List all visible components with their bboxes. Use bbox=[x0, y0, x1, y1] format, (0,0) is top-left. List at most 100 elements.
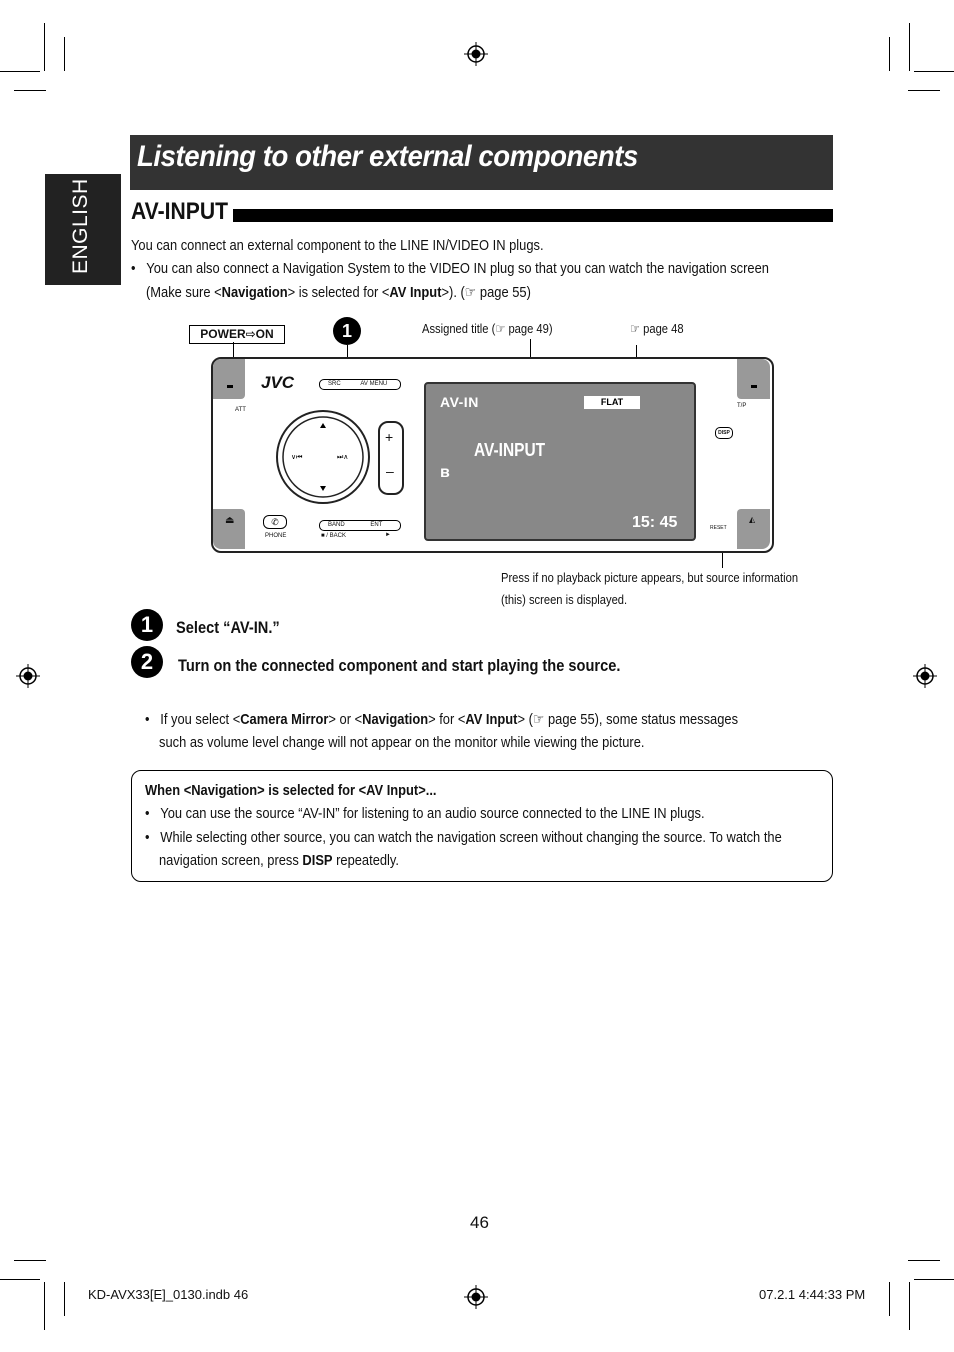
section-title: AV-INPUT bbox=[131, 198, 229, 225]
callout-press-line1: Press if no playback picture appears, bu… bbox=[501, 570, 799, 585]
bullet-dot: • bbox=[145, 711, 161, 728]
power-button[interactable] bbox=[213, 359, 245, 399]
text-run: (Make sure < bbox=[146, 284, 222, 301]
language-tab: ENGLISH bbox=[45, 174, 121, 285]
brand-logo: JVC bbox=[261, 373, 295, 392]
disp-button[interactable]: DISP bbox=[715, 427, 733, 439]
text-run-bold: Navigation bbox=[362, 711, 429, 728]
registration-mark-icon bbox=[913, 664, 937, 688]
volume-up-label: + bbox=[385, 429, 394, 445]
text-run: > is selected for < bbox=[287, 284, 390, 301]
src-label: SRC bbox=[328, 381, 341, 387]
text-run-bold: Navigation bbox=[221, 284, 288, 301]
crop-mark bbox=[64, 1282, 65, 1316]
crop-mark bbox=[64, 37, 65, 71]
text-run-bold: AV Input bbox=[389, 284, 442, 301]
svg-text:∨⏮: ∨⏮ bbox=[291, 453, 302, 461]
crop-mark bbox=[889, 1282, 890, 1316]
screen-eq-badge: FLAT bbox=[584, 396, 640, 409]
crop-mark bbox=[44, 23, 45, 71]
intro-bullet-text: You can also connect a Navigation System… bbox=[146, 260, 769, 277]
registration-mark-icon bbox=[464, 1285, 488, 1309]
intro-text: You can connect an external component to… bbox=[131, 237, 544, 254]
page-title: Listening to other external components bbox=[137, 140, 638, 173]
power-on-label: POWER⇨ON bbox=[189, 325, 285, 344]
note-item-text: You can use the source “AV-IN” for liste… bbox=[160, 805, 705, 822]
step-number: 1 bbox=[131, 609, 163, 641]
src-av-menu-button[interactable]: SRC AV MENU bbox=[319, 379, 401, 390]
play-label: ► bbox=[385, 532, 391, 538]
bullet-dot: • bbox=[145, 805, 161, 822]
bluetooth-icon: ʙ bbox=[440, 464, 450, 481]
registration-mark-icon bbox=[464, 42, 488, 66]
language-label: ENGLISH bbox=[69, 178, 92, 274]
footer-file: KD-AVX33[E]_0130.indb 46 bbox=[88, 1287, 249, 1302]
text-run-bold: DISP bbox=[302, 852, 333, 869]
note-bullet: • If you select <Camera Mirror> or <Navi… bbox=[145, 708, 738, 731]
tilt-button[interactable]: ◭ bbox=[737, 509, 770, 549]
crop-mark bbox=[909, 23, 910, 71]
ent-label: ENT bbox=[370, 522, 383, 528]
back-label: ■ / BACK bbox=[321, 533, 346, 539]
crop-mark bbox=[14, 1260, 46, 1261]
volume-down-label: – bbox=[386, 463, 394, 479]
text-run: > for < bbox=[428, 711, 466, 728]
right-top-button[interactable] bbox=[737, 359, 770, 399]
svg-text:⏭∧: ⏭∧ bbox=[337, 453, 348, 461]
intro-bullet: • You can also connect a Navigation Syst… bbox=[131, 257, 769, 280]
callout-assigned-title: Assigned title (☞ page 49) bbox=[422, 321, 553, 336]
crop-mark bbox=[914, 71, 954, 72]
phone-label: PHONE bbox=[265, 533, 287, 539]
callout-press-line2: (this) screen is displayed. bbox=[501, 592, 628, 607]
section-rule bbox=[233, 209, 833, 222]
control-dial[interactable]: ∨⏮ ⏭∧ bbox=[273, 409, 373, 509]
note-item: • While selecting other source, you can … bbox=[145, 826, 782, 849]
note-box bbox=[131, 770, 833, 882]
step-number: 2 bbox=[131, 646, 163, 678]
note-item: • You can use the source “AV-IN” for lis… bbox=[145, 802, 705, 825]
bullet-dot: • bbox=[131, 260, 147, 277]
text-run: >). (☞ page 55) bbox=[441, 284, 531, 301]
phone-button[interactable]: ✆ bbox=[263, 515, 287, 529]
crop-mark bbox=[889, 37, 890, 71]
text-run: repeatedly. bbox=[332, 852, 399, 869]
header-bar bbox=[130, 135, 833, 190]
note-heading: When <Navigation> is selected for <AV In… bbox=[145, 782, 437, 799]
text-run-bold: Camera Mirror bbox=[240, 711, 329, 728]
text-run: > (☞ page 55), some status messages bbox=[517, 711, 739, 728]
crop-mark bbox=[0, 1279, 40, 1280]
text-run: > or < bbox=[328, 711, 363, 728]
bullet-dot: • bbox=[145, 829, 161, 846]
step-text: Turn on the connected component and star… bbox=[178, 656, 621, 675]
crop-mark bbox=[44, 1282, 45, 1330]
screen-source: AV-IN bbox=[440, 394, 479, 410]
crop-mark bbox=[914, 1279, 954, 1280]
att-label: ATT bbox=[235, 407, 246, 413]
step-text: Select “AV-IN.” bbox=[176, 618, 280, 637]
registration-mark-icon bbox=[16, 664, 40, 688]
text-run-bold: AV Input bbox=[465, 711, 518, 728]
text-run: navigation screen, press bbox=[159, 852, 303, 869]
crop-mark bbox=[909, 1282, 910, 1330]
volume-rocker[interactable]: + – bbox=[378, 421, 404, 495]
display-screen: AV-IN FLAT AV-INPUT ʙ 15: 45 bbox=[424, 382, 696, 541]
tp-label: T/P bbox=[737, 403, 747, 409]
band-ent-button[interactable]: BAND ENT bbox=[319, 520, 401, 531]
av-menu-label: AV MENU bbox=[360, 381, 388, 387]
crop-mark bbox=[14, 90, 46, 91]
screen-clock: 15: 45 bbox=[632, 514, 678, 531]
reset-label: RESET bbox=[710, 525, 727, 531]
footer-timestamp: 07.2.1 4:44:33 PM bbox=[759, 1287, 866, 1302]
crop-mark bbox=[0, 71, 40, 72]
crop-mark bbox=[908, 90, 940, 91]
note-bullet-line2: such as volume level change will not app… bbox=[159, 734, 645, 751]
note-item-line2: navigation screen, press DISP repeatedly… bbox=[159, 849, 399, 872]
intro-bullet-line2: (Make sure <Navigation> is selected for … bbox=[146, 281, 531, 304]
band-label: BAND bbox=[328, 522, 345, 528]
crop-mark bbox=[908, 1260, 940, 1261]
note-item-text: While selecting other source, you can wa… bbox=[160, 829, 782, 846]
eject-button[interactable]: ⏏ bbox=[213, 509, 245, 549]
screen-title: AV-INPUT bbox=[474, 440, 546, 460]
page-number: 46 bbox=[470, 1213, 489, 1232]
text-run: If you select < bbox=[160, 711, 241, 728]
